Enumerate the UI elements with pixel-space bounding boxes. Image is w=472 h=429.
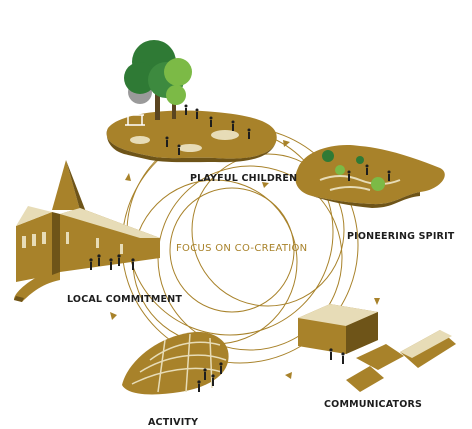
center-label: FOCUS ON CO-CREATION	[176, 243, 307, 254]
connection-circle	[191, 153, 345, 307]
node-label-playful-children: PLAYFUL CHILDREN	[190, 173, 297, 184]
circle-arrows	[110, 140, 380, 379]
arrow-icon	[262, 182, 269, 188]
arrow-icon	[110, 312, 117, 320]
node-label-activity: ACTIVITY	[148, 417, 198, 428]
park-illustration	[106, 40, 277, 163]
node-label-communicators: COMMUNICATORS	[324, 399, 422, 410]
connection-circle	[169, 187, 295, 313]
dome-illustration	[122, 331, 229, 395]
arrow-icon	[374, 298, 380, 305]
node-label-local-commitment: LOCAL COMMITMENT	[67, 294, 182, 305]
arrow-icon	[283, 140, 290, 147]
node-label-pioneering-spirit: PIONEERING SPIRIT	[347, 231, 455, 242]
church-illustration	[14, 160, 160, 302]
garden-illustration	[295, 144, 445, 208]
arrow-icon	[285, 372, 292, 379]
pavilion-illustration	[298, 304, 456, 392]
arrow-icon	[125, 173, 131, 181]
